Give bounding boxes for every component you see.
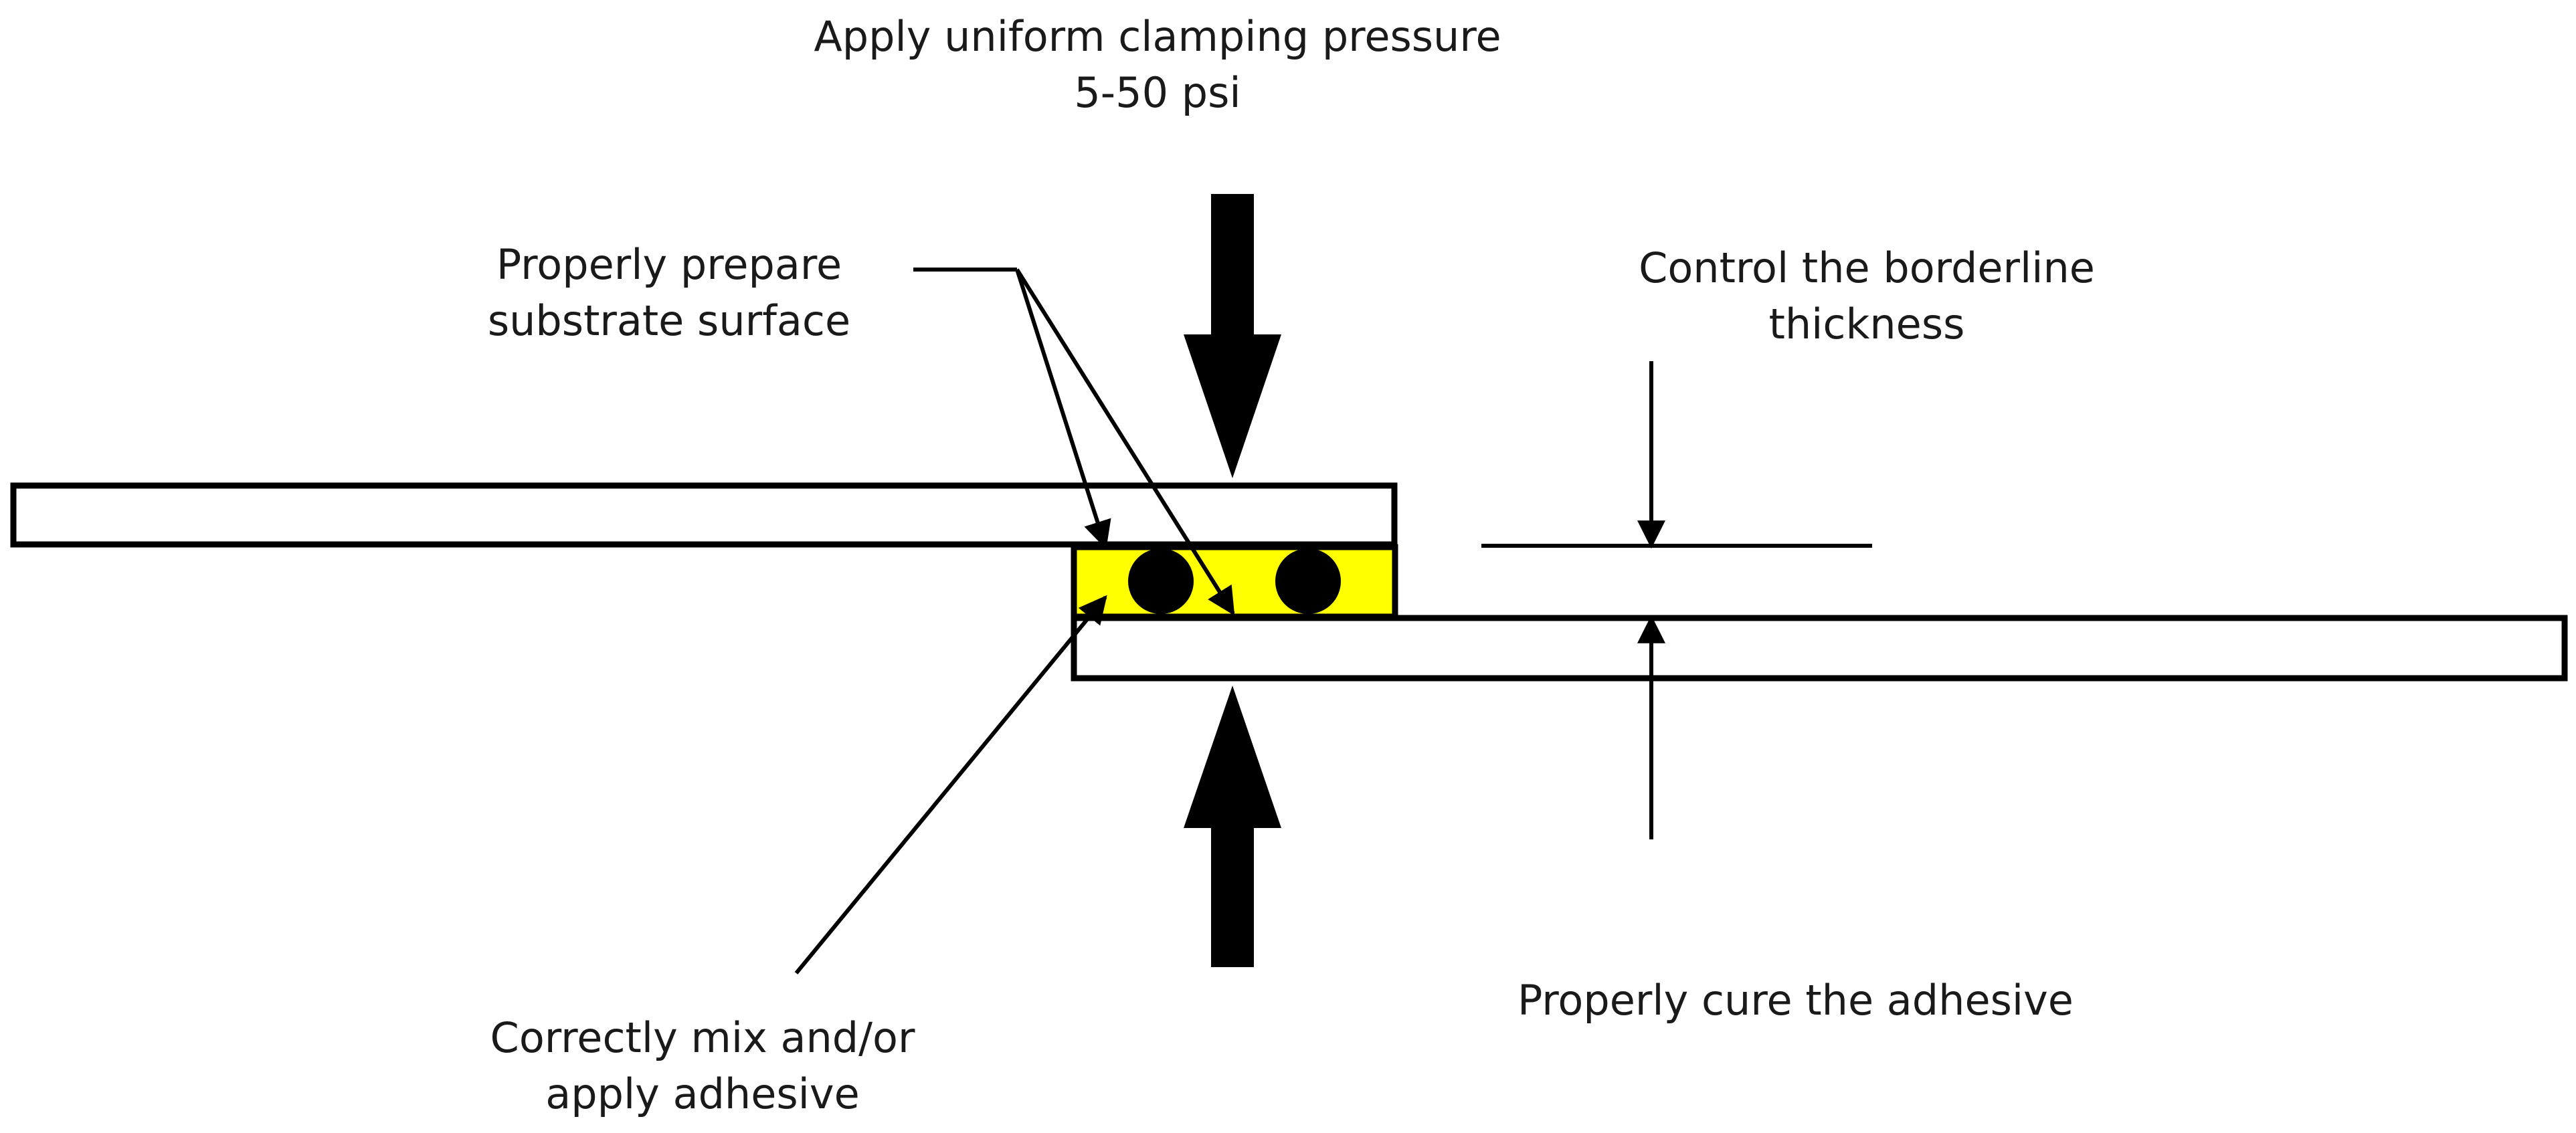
top-substrate [10,482,1398,548]
clamp-arrow-top [1184,194,1281,478]
surface-prep-leader [913,268,1235,616]
adhesive-layer [1071,544,1398,620]
spacer-bead-right [1275,548,1341,614]
spacer-bead-left [1128,548,1194,614]
pressure-label-line1: Apply uniform clamping pressure [814,12,1501,61]
surface-prep-label: Properly prepare substrate surface [401,237,937,349]
mix-adhesive-label-line2: apply adhesive [545,1069,860,1118]
bottom-substrate [1071,615,2568,682]
mix-adhesive-label-line1: Correctly mix and/or [490,1013,915,1062]
pressure-label: Apply uniform clamping pressure 5-50 psi [736,9,1579,121]
bondline-dimension [1481,361,1872,839]
pressure-label-line2: 5-50 psi [1074,68,1241,117]
bondline-thickness-label-line2: thickness [1768,300,1965,348]
surface-prep-label-line2: substrate surface [487,296,851,345]
surface-prep-label-line1: Properly prepare [496,240,842,289]
bondline-thickness-label: Control the borderline thickness [1566,240,2168,352]
mix-adhesive-leader [794,595,1107,974]
mix-adhesive-label: Correctly mix and/or apply adhesive [435,1010,970,1122]
clamp-arrow-bottom [1184,686,1281,967]
cure-label: Properly cure the adhesive [1517,976,2074,1025]
bondline-thickness-label-line1: Control the borderline [1639,243,2095,292]
